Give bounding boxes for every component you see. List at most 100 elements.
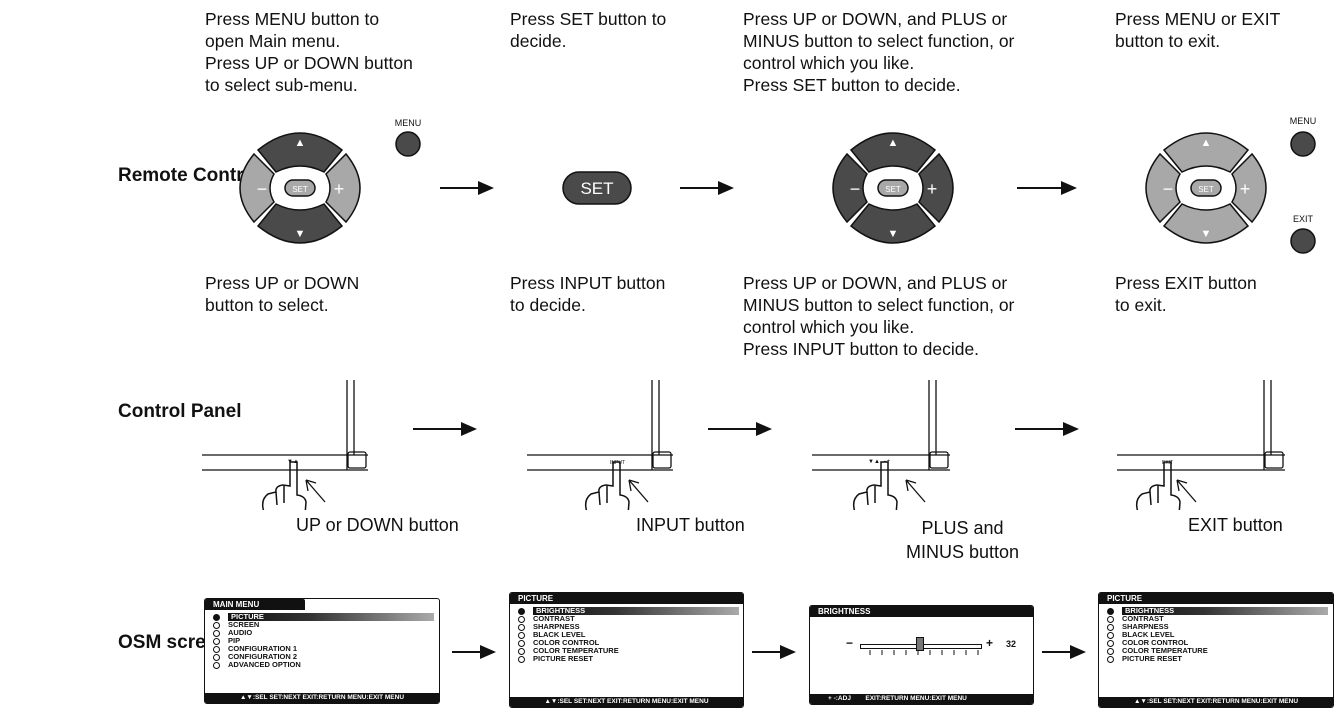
plus-button (325, 152, 361, 224)
osm-item[interactable]: COLOR TEMPERATURE (516, 647, 737, 655)
row-label-control-panel: Control Panel (118, 401, 242, 422)
row-label-osm-screen: OSM screen (118, 632, 228, 653)
osm-item[interactable]: SHARPNESS (1105, 623, 1327, 631)
panel-caption-4: EXIT button (1188, 515, 1283, 535)
osm-item[interactable]: PICTURE (211, 613, 434, 621)
remote-instruction-4: Press MENU or EXIT button to exit. (1115, 9, 1281, 51)
osm-footer: + -:ADJ EXIT:RETURN MENU:EXIT MENU (810, 694, 1033, 704)
osm-picture-menu-final: PICTURE BRIGHTNESS CONTRAST SHARPNESS BL… (1098, 592, 1334, 708)
flow-arrow (752, 645, 796, 659)
osm-title: PICTURE (518, 594, 554, 603)
osm-main-menu: MAIN MENU PICTURE SCREEN AUDIO PIP CONFI… (204, 598, 440, 704)
set-large-label: SET (580, 179, 613, 198)
osm-item[interactable]: BRIGHTNESS (1105, 607, 1328, 615)
slider-ticks (869, 650, 979, 655)
svg-text:+: + (1240, 179, 1251, 199)
up-arrow-icon: ▲ (295, 137, 306, 149)
osm-item[interactable]: COLOR CONTROL (516, 639, 737, 647)
osm-item[interactable]: CONTRAST (516, 615, 737, 623)
panel-corner-1 (202, 380, 368, 471)
brightness-slider-thumb[interactable] (916, 637, 924, 651)
osm-item[interactable]: CONFIGURATION 2 (211, 653, 433, 661)
osm-footer: ▲▼:SEL SET:NEXT EXIT:RETURN MENU:EXIT ME… (1099, 697, 1333, 707)
osm-item[interactable]: COLOR TEMPERATURE (1105, 647, 1327, 655)
panel-corner-3 (812, 380, 950, 471)
osm-menu-list: PICTURE SCREEN AUDIO PIP CONFIGURATION 1… (211, 613, 434, 669)
flow-arrow (1042, 645, 1086, 659)
osm-menu-list: BRIGHTNESS CONTRAST SHARPNESS BLACK LEVE… (516, 607, 739, 663)
panel-instruction-2: Press INPUT button to decide. (510, 273, 666, 315)
minus-button (239, 152, 275, 224)
osm-item[interactable]: PICTURE RESET (1105, 655, 1327, 663)
set-label: SET (292, 185, 308, 194)
flow-arrow (1017, 181, 1077, 195)
svg-text:SET: SET (1198, 185, 1214, 194)
remote-instruction-1: Press MENU button to open Main menu. Pre… (205, 9, 413, 95)
remote-control-diagram: ▲ ▼ − + SET MENU SET ▲ ▼ − + SET ▲ ▼ − +… (239, 116, 1317, 254)
up-button (256, 132, 344, 173)
panel-caption-3: PLUS and MINUS button (906, 518, 1020, 562)
panel-mark-exit: EXIT (1162, 460, 1174, 466)
flow-arrow (440, 181, 494, 195)
osm-header: PICTURE (1099, 593, 1333, 604)
hand-icon (261, 461, 307, 510)
panel-instruction-3: Press UP or DOWN, and PLUS or MINUS butt… (743, 273, 1015, 359)
osm-item[interactable]: ADVANCED OPTION (211, 661, 433, 669)
row-label-remote-control: Remote Control (118, 165, 261, 186)
osm-header: MAIN MENU (205, 599, 305, 610)
osm-item[interactable]: CONFIGURATION 1 (211, 645, 433, 653)
osm-item[interactable]: BLACK LEVEL (1105, 631, 1327, 639)
slider-minus[interactable]: − (846, 636, 854, 650)
svg-text:−: − (1163, 179, 1174, 199)
osm-header: BRIGHTNESS (810, 606, 1033, 617)
remote-pad-3 (832, 132, 954, 244)
exit-label: EXIT (1293, 214, 1314, 224)
remote-pad-1 (239, 132, 361, 244)
panel-instruction-4: Press EXIT button to exit. (1115, 273, 1257, 315)
osm-title: PICTURE (1107, 594, 1143, 603)
svg-text:SET: SET (885, 185, 901, 194)
flow-arrow (413, 422, 477, 436)
remote-instruction-2: Press SET button to decide. (510, 9, 667, 51)
set-button-large (562, 171, 632, 205)
panel-corner-2 (527, 380, 673, 471)
osm-item[interactable]: BLACK LEVEL (516, 631, 737, 639)
osm-item[interactable]: PICTURE RESET (516, 655, 737, 663)
osm-item[interactable]: SCREEN (211, 621, 433, 629)
osm-item[interactable]: AUDIO (211, 629, 433, 637)
flow-arrow (452, 645, 496, 659)
down-arrow-icon: ▼ (295, 228, 306, 240)
panel-mark-plusminus: ▼▲ −+ (868, 459, 891, 465)
flow-arrow (680, 181, 734, 195)
panel-mark-input: INPUT (610, 460, 625, 466)
menu-button-1 (395, 131, 421, 157)
svg-text:▲: ▲ (888, 137, 899, 149)
osm-footer: ▲▼:SEL SET:NEXT EXIT:RETURN MENU:EXIT ME… (205, 693, 439, 703)
svg-text:−: − (850, 179, 861, 199)
osm-footer: ▲▼:SEL SET:NEXT EXIT:RETURN MENU:EXIT ME… (510, 697, 743, 707)
brightness-value: 32 (1006, 639, 1017, 649)
flow-arrow (708, 422, 772, 436)
osm-item[interactable]: PIP (211, 637, 433, 645)
remote-pad-4 (1145, 132, 1267, 244)
osm-item[interactable]: BRIGHTNESS (516, 607, 739, 615)
osm-item[interactable]: COLOR CONTROL (1105, 639, 1327, 647)
svg-text:▼: ▼ (888, 228, 899, 240)
svg-text:▲: ▲ (1201, 137, 1212, 149)
osm-menu-list: BRIGHTNESS CONTRAST SHARPNESS BLACK LEVE… (1105, 607, 1328, 663)
osm-header: PICTURE (510, 593, 743, 604)
exit-button (1290, 228, 1316, 254)
panel-instruction-1: Press UP or DOWN button to select. (205, 273, 360, 315)
flow-arrow (1015, 422, 1079, 436)
set-button (284, 179, 316, 197)
menu-label-4: MENU (1290, 116, 1317, 126)
svg-text:▼: ▼ (1201, 228, 1212, 240)
down-button (256, 203, 344, 244)
menu-button-4 (1290, 131, 1316, 157)
osm-title: MAIN MENU (213, 600, 260, 609)
osm-item[interactable]: SHARPNESS (516, 623, 737, 631)
osm-picture-menu: PICTURE BRIGHTNESS CONTRAST SHARPNESS BL… (509, 592, 744, 708)
osm-item[interactable]: CONTRAST (1105, 615, 1327, 623)
remote-instruction-3: Press UP or DOWN, and PLUS or MINUS butt… (743, 9, 1015, 95)
slider-plus[interactable]: + (986, 636, 994, 650)
